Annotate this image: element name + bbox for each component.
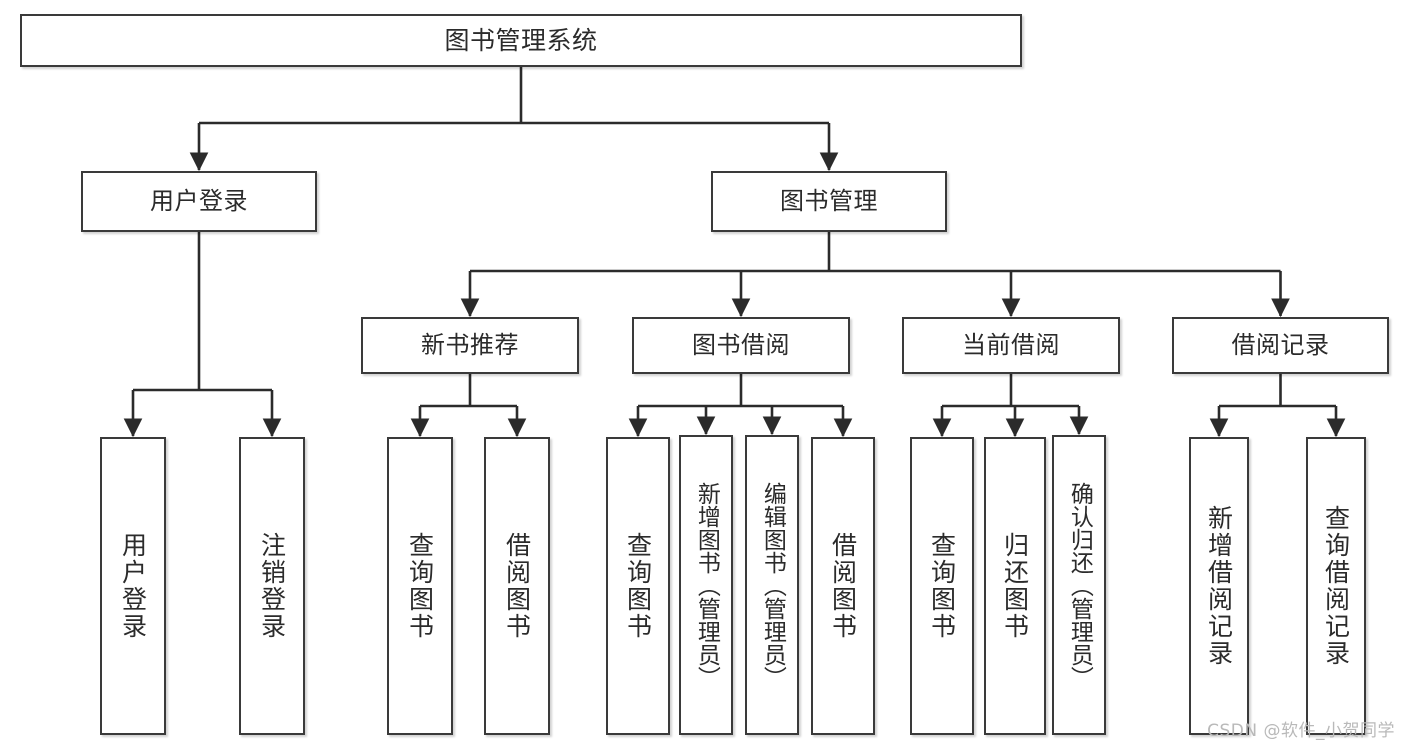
node-leaf-add-record[interactable]: 新增借阅记录 [1189, 437, 1249, 735]
node-label: 图书借阅 [692, 331, 790, 360]
node-leaf-query-record[interactable]: 查询借阅记录 [1306, 437, 1366, 735]
node-label: 借阅图书 [828, 532, 858, 640]
node-leaf-user-login[interactable]: 用户登录 [100, 437, 166, 735]
node-leaf-borrow-query[interactable]: 查询图书 [606, 437, 670, 735]
node-label: 注销登录 [257, 532, 287, 640]
node-leaf-confirm-return[interactable]: 确认归还（管理员） [1052, 435, 1106, 735]
node-current-borrow[interactable]: 当前借阅 [902, 317, 1120, 374]
node-book-manage[interactable]: 图书管理 [711, 171, 947, 232]
node-leaf-cur-query[interactable]: 查询图书 [910, 437, 974, 735]
node-leaf-add-book[interactable]: 新增图书（管理员） [679, 435, 733, 735]
node-label: 新增借阅记录 [1204, 505, 1234, 667]
node-leaf-rec-query[interactable]: 查询图书 [387, 437, 453, 735]
node-label: 新书推荐 [421, 331, 519, 360]
node-label: 编辑图书（管理员） [759, 481, 786, 689]
node-leaf-return-book[interactable]: 归还图书 [984, 437, 1046, 735]
node-leaf-borrow-book[interactable]: 借阅图书 [811, 437, 875, 735]
node-new-book-rec[interactable]: 新书推荐 [361, 317, 579, 374]
node-label: 确认归还（管理员） [1066, 481, 1093, 689]
node-user-login[interactable]: 用户登录 [81, 171, 317, 232]
node-label: 图书管理系统 [444, 25, 598, 55]
node-label: 借阅图书 [502, 532, 532, 640]
node-root[interactable]: 图书管理系统 [20, 14, 1022, 67]
node-leaf-edit-book[interactable]: 编辑图书（管理员） [745, 435, 799, 735]
node-label: 归还图书 [1000, 532, 1030, 640]
node-label: 查询借阅记录 [1321, 505, 1351, 667]
node-label: 新增图书（管理员） [693, 481, 720, 689]
node-label: 当前借阅 [962, 331, 1060, 360]
node-borrow-record[interactable]: 借阅记录 [1172, 317, 1389, 374]
watermark-text: CSDN @软件_小贺同学 [1207, 721, 1395, 741]
node-book-borrow[interactable]: 图书借阅 [632, 317, 850, 374]
node-leaf-rec-borrow[interactable]: 借阅图书 [484, 437, 550, 735]
node-label: 用户登录 [150, 187, 248, 216]
node-leaf-logout[interactable]: 注销登录 [239, 437, 305, 735]
node-label: 图书管理 [780, 187, 878, 216]
node-label: 查询图书 [623, 532, 653, 640]
node-label: 查询图书 [927, 532, 957, 640]
node-label: 借阅记录 [1231, 331, 1330, 360]
node-label: 查询图书 [405, 532, 435, 640]
node-label: 用户登录 [118, 532, 148, 640]
